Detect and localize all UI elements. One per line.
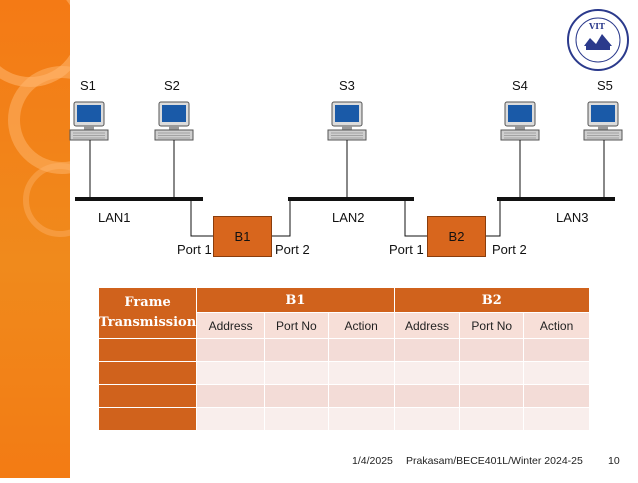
computer-icon-s3 (327, 101, 367, 141)
computer-icon-s2 (154, 101, 194, 141)
computer-icon-s4 (500, 101, 540, 141)
lan1-bus (75, 197, 203, 201)
col-header-action-b2: Action (523, 312, 590, 339)
bridge-b2: B2 (427, 216, 486, 257)
table-row (97, 384, 590, 408)
table-row (97, 338, 590, 362)
table-row (97, 361, 590, 385)
station-label-s4: S4 (512, 78, 528, 93)
col-header-address-b1: Address (196, 312, 266, 339)
vit-logo-text: VIT (589, 21, 605, 31)
b2-port1-label: Port 1 (389, 242, 424, 257)
station-label-s5: S5 (597, 78, 613, 93)
col-header-address-b2: Address (393, 312, 461, 339)
decorative-side-band (0, 0, 116, 478)
computer-icon-s5 (583, 101, 623, 141)
station-label-s3: S3 (339, 78, 355, 93)
b1-port2-label: Port 2 (275, 242, 310, 257)
station-label-s2: S2 (164, 78, 180, 93)
lan-label-1: LAN1 (98, 210, 131, 225)
col-header-portno-b1: Port No (264, 312, 329, 339)
lan-label-3: LAN3 (556, 210, 589, 225)
frame-transmission-header: Frame Transmission (97, 287, 198, 339)
computer-icon-s1 (69, 101, 109, 141)
footer-author-course: Prakasam/BECE401L/Winter 2024-25 (406, 455, 583, 467)
footer-date: 1/4/2025 (352, 455, 393, 467)
lan3-bus (497, 197, 615, 201)
b1-port1-label: Port 1 (177, 242, 212, 257)
bridge-b1: B1 (213, 216, 272, 257)
station-label-s1: S1 (80, 78, 96, 93)
col-header-portno-b2: Port No (459, 312, 525, 339)
group-header-b1: B1 (196, 287, 395, 313)
table-row (97, 407, 590, 431)
row-header-line-2: Transmission (99, 315, 197, 330)
group-header-b2: B2 (393, 287, 591, 313)
footer-page-number: 10 (608, 455, 620, 467)
frame-transmission-table: Frame Transmission B1 B2 Address Port No… (97, 287, 591, 431)
b2-port2-label: Port 2 (492, 242, 527, 257)
col-header-action-b1: Action (327, 312, 395, 339)
vit-seal-icon (567, 9, 629, 71)
lan2-bus (288, 197, 414, 201)
lan-label-2: LAN2 (332, 210, 365, 225)
row-header-line-1: Frame (124, 295, 171, 310)
bridge-b1-label: B1 (234, 229, 251, 244)
vit-logo: VIT (566, 8, 630, 72)
bridge-b2-label: B2 (448, 229, 465, 244)
